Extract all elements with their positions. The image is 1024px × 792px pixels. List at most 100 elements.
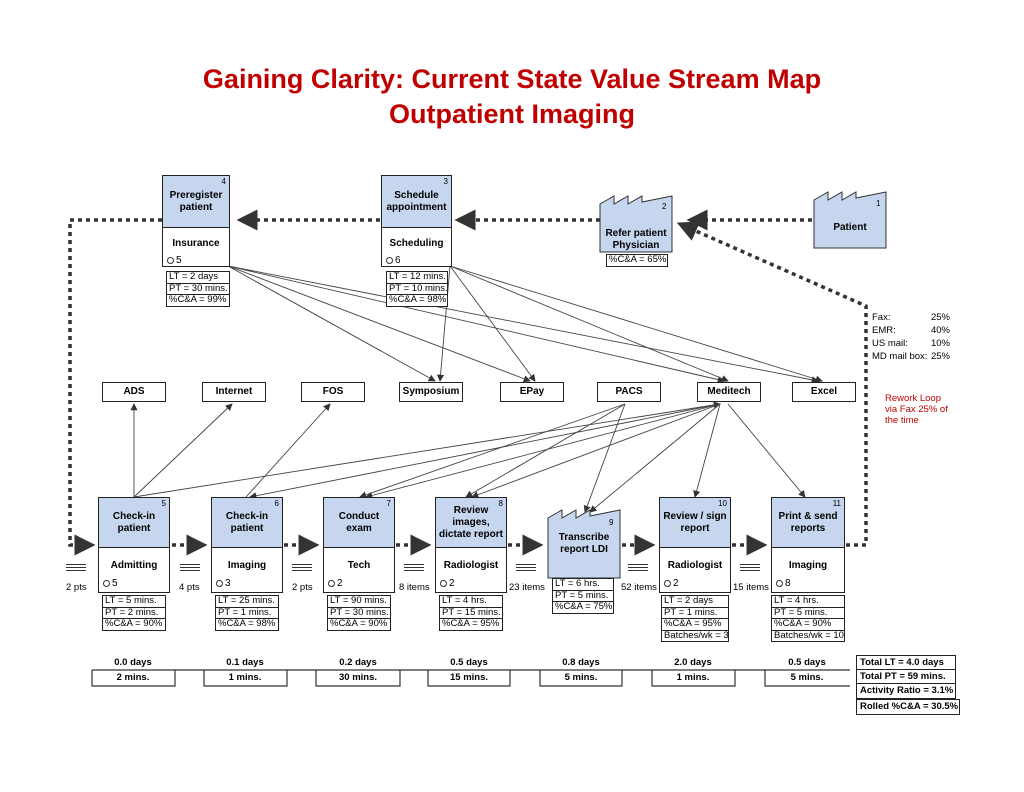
process-transcribe[interactable]: Transcribe report LDI — [548, 532, 620, 556]
inventory-icon — [66, 562, 86, 576]
process-conduct[interactable]: Conduct exam 7 Tech 2 — [323, 497, 395, 593]
data-row: %C&A = 65% — [609, 254, 667, 265]
timeline-lt: 0.1 days — [226, 657, 264, 668]
timeline-lt: 0.5 days — [788, 657, 826, 668]
process-title-text: Preregister patient — [169, 189, 223, 213]
process-operators: 3 — [216, 578, 231, 589]
process-schedule[interactable]: Schedule appointment 3 Scheduling 6 — [381, 175, 452, 267]
system-epay[interactable]: EPay — [500, 382, 564, 402]
data-row: %C&A = 75% — [555, 601, 613, 612]
process-title-text: Conduct exam — [338, 510, 380, 534]
channel-row: Fax:25% — [872, 311, 950, 324]
process-title-text: Print & send reports — [778, 510, 838, 534]
data-row: LT = 4 hrs. — [772, 595, 844, 608]
system-fos[interactable]: FOS — [301, 382, 365, 402]
system-ads[interactable]: ADS — [102, 382, 166, 402]
operator-count: 2 — [449, 578, 455, 589]
process-title-text: Transcribe report LDI — [558, 532, 610, 555]
process-operators: 2 — [440, 578, 455, 589]
process-dept: Insurance — [172, 238, 220, 249]
inventory-count: 4 pts — [179, 582, 200, 593]
conduct-data: LT = 90 mins. PT = 30 mins. %C&A = 90% — [327, 595, 391, 631]
system-excel[interactable]: Excel — [792, 382, 856, 402]
timeline-pt: 5 mins. — [790, 672, 824, 683]
data-row: PT = 1 mins. — [662, 607, 728, 619]
inventory-icon — [516, 562, 536, 576]
data-row: PT = 30 mins. — [328, 606, 390, 619]
inventory-icon — [292, 562, 312, 576]
system-meditech[interactable]: Meditech — [697, 382, 761, 402]
inventory-count: 2 pts — [292, 582, 313, 593]
process-checkin-img[interactable]: Check-in patient 6 Imaging 3 — [211, 497, 283, 593]
channel-label: Fax: — [872, 312, 891, 323]
process-review-img[interactable]: Review images, dictate report 8 Radiolog… — [435, 497, 507, 593]
inventory-icon — [740, 562, 760, 576]
data-row: LT = 2 days — [167, 271, 229, 284]
transcribe-data: LT = 6 hrs. PT = 5 mins. %C&A = 75% — [552, 578, 614, 614]
data-row: %C&A = 90% — [772, 618, 844, 631]
operator-count: 6 — [395, 255, 401, 266]
facility-refer[interactable]: Refer patient Physician — [600, 216, 672, 252]
process-checkin-admit[interactable]: Check-in patient 5 Admitting 5 — [98, 497, 170, 593]
process-dept: Admitting — [110, 560, 158, 571]
data-row: PT = 10 mins. — [387, 282, 448, 295]
operator-icon — [776, 580, 783, 587]
data-row: LT = 12 mins. — [387, 271, 447, 284]
channel-label: US mail: — [872, 338, 908, 349]
title-line-1: Gaining Clarity: Current State Value Str… — [202, 64, 822, 94]
facility-patient[interactable]: Patient — [814, 222, 886, 234]
process-preregister[interactable]: Preregister patient 4 Insurance 5 — [162, 175, 230, 267]
process-dept: Imaging — [788, 560, 828, 571]
checkin-img-data: LT = 25 mins. PT = 1 mins. %C&A = 98% — [215, 595, 279, 631]
operator-icon — [328, 580, 335, 587]
process-dept: Radiologist — [667, 560, 723, 571]
process-number: 9 — [609, 518, 614, 527]
process-operators: 2 — [328, 578, 343, 589]
data-row: %C&A = 98% — [218, 618, 276, 629]
channel-row: MD mail box:25% — [872, 350, 950, 363]
operator-count: 3 — [225, 578, 231, 589]
process-operators: 6 — [386, 255, 401, 266]
process-number: 6 — [274, 499, 279, 508]
process-number: 10 — [718, 499, 727, 508]
process-dept: Imaging — [227, 560, 267, 571]
facility-patient-number: 1 — [876, 199, 881, 208]
operator-count: 2 — [673, 578, 679, 589]
channel-label: MD mail box: — [872, 351, 928, 362]
summary-rolled-ca: Rolled %C&A = 30.5% — [856, 699, 960, 715]
channel-row: EMR:40% — [872, 324, 950, 337]
data-row: %C&A = 95% — [442, 618, 500, 629]
operator-icon — [386, 257, 393, 264]
process-title-text: Review / sign report — [663, 510, 727, 534]
data-row: %C&A = 95% — [662, 618, 728, 631]
channel-value: 25% — [930, 351, 950, 362]
inventory-count: 52 items — [621, 582, 657, 593]
process-title-text: Check-in patient — [225, 510, 269, 534]
process-number: 3 — [443, 177, 448, 186]
process-review-sign[interactable]: Review / sign report 10 Radiologist 2 — [659, 497, 731, 593]
timeline-lt: 0.0 days — [114, 657, 152, 668]
data-row: LT = 2 days — [662, 595, 728, 608]
operator-count: 5 — [112, 578, 118, 589]
inventory-icon — [628, 562, 648, 576]
data-row: PT = 15 mins. — [440, 606, 502, 619]
data-row: PT = 5 mins. — [772, 607, 844, 619]
timeline-pt: 1 mins. — [676, 672, 710, 683]
channel-row: US mail:10% — [872, 337, 950, 350]
process-title: Preregister patient — [163, 176, 229, 228]
process-print[interactable]: Print & send reports 11 Imaging 8 — [771, 497, 845, 593]
process-operators: 2 — [664, 578, 679, 589]
review-img-data: LT = 4 hrs. PT = 15 mins. %C&A = 95% — [439, 595, 503, 631]
system-links — [130, 265, 823, 513]
data-row: LT = 5 mins. — [103, 595, 165, 608]
process-title-text: Schedule appointment — [386, 189, 447, 213]
system-symposium[interactable]: Symposium — [399, 382, 463, 402]
system-pacs[interactable]: PACS — [597, 382, 661, 402]
system-internet[interactable]: Internet — [202, 382, 266, 402]
data-row: LT = 6 hrs. — [553, 578, 613, 591]
operator-count: 5 — [176, 255, 182, 266]
process-number: 7 — [386, 499, 391, 508]
timeline-pt: 15 mins. — [449, 672, 489, 683]
process-title: Check-in patient — [212, 498, 282, 548]
